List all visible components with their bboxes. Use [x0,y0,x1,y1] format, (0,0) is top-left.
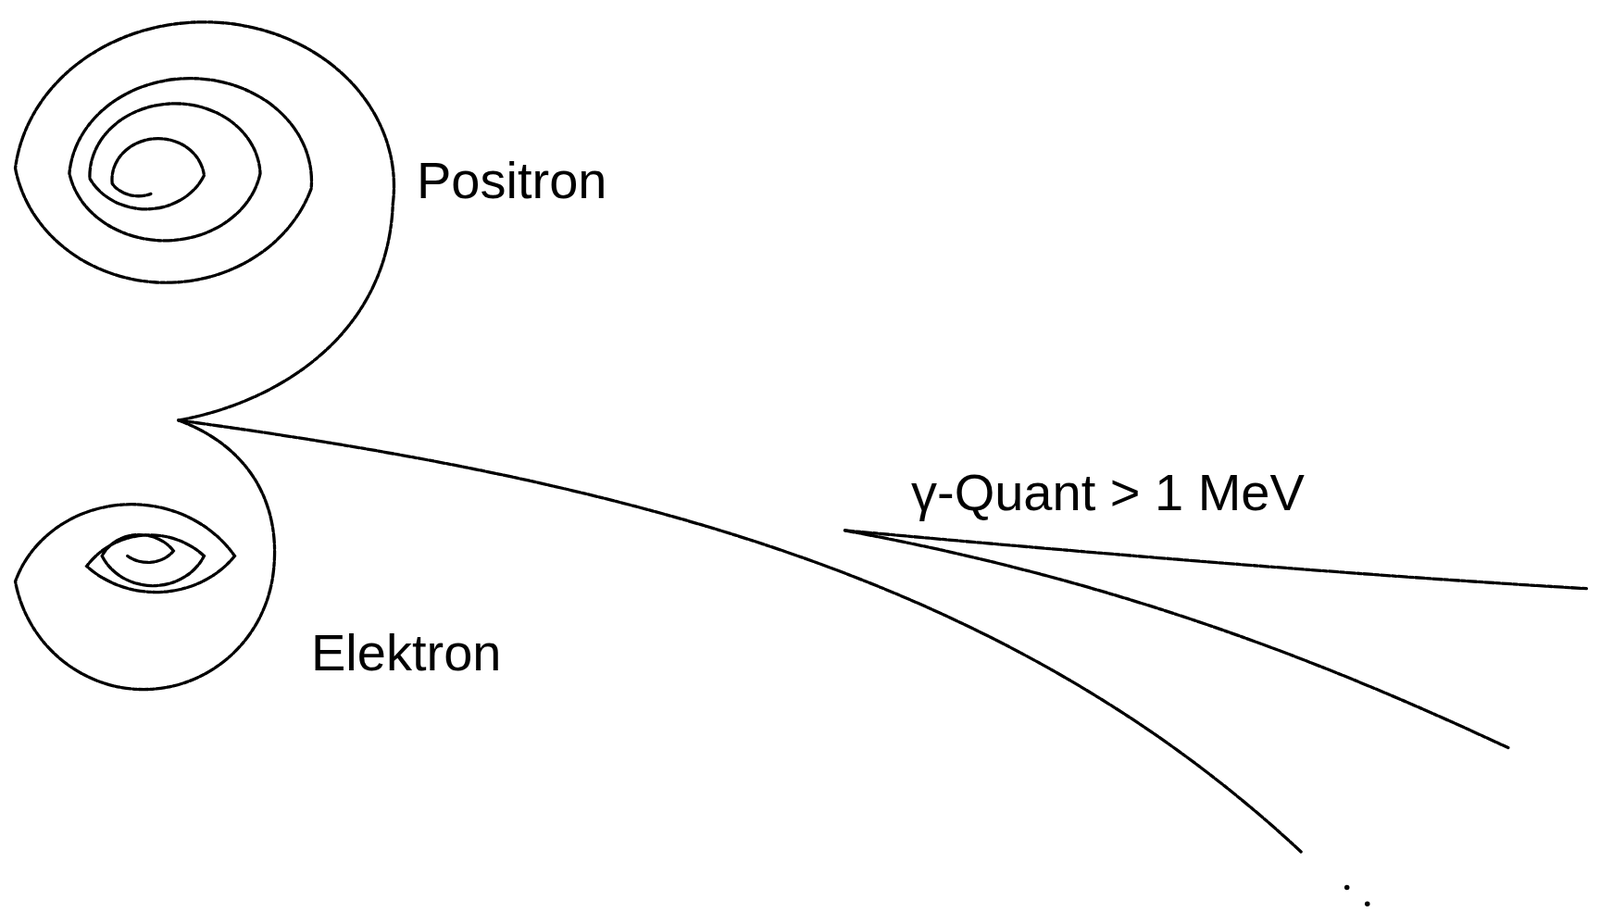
track-dot [1344,885,1350,891]
secondary-track [844,530,1587,589]
particle-label: Elektron [311,626,501,679]
track-dot [1364,900,1371,907]
positron-track [15,22,395,421]
electron-track [15,420,275,690]
particle-label: γ-Quant > 1 MeV [911,466,1305,519]
secondary-track [844,530,1508,749]
particle-label: Positron [416,154,607,207]
